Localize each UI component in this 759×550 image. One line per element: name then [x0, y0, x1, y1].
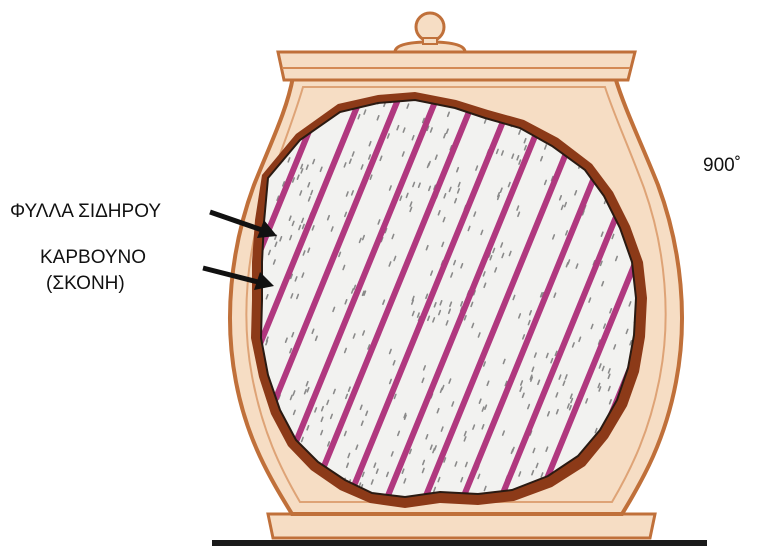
powder-speckle — [261, 101, 263, 105]
lid-knob-neck — [423, 38, 437, 44]
powder-speckle — [257, 492, 259, 496]
lid-plate — [278, 52, 635, 80]
base-plate — [212, 540, 707, 546]
label-temperature: 900˚ — [703, 155, 741, 177]
iron-sheet-stripe — [682, 80, 759, 520]
label-carbon-powder-line1: ΚΑΡΒΟΥΝΟ — [40, 247, 146, 269]
pot-foot — [268, 514, 655, 538]
label-carbon-powder-line2: (ΣΚΟΝΗ) — [46, 273, 125, 295]
label-iron-sheets: ΦΥΛΛΑ ΣΙΔΗΡΟΥ — [10, 201, 161, 223]
powder-speckle — [640, 97, 642, 101]
lid-knob — [416, 13, 444, 41]
powder-speckle — [626, 92, 628, 96]
powder-speckle — [636, 494, 638, 498]
powder-speckle — [632, 94, 634, 98]
iron-sheet-stripe — [720, 80, 759, 520]
powder-speckle — [637, 93, 639, 97]
